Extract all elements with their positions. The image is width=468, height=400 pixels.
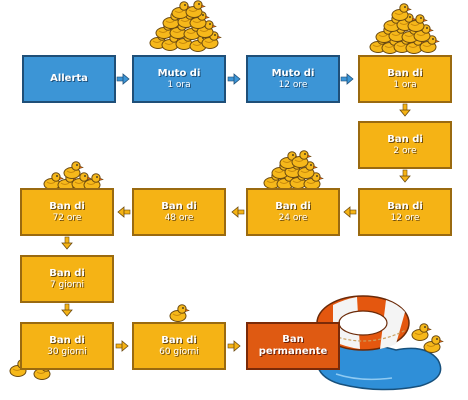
step-title: Ban di [387, 200, 423, 212]
step-title: Ban di [49, 334, 85, 346]
step-duration: 30 giorni [47, 346, 87, 357]
step-duration: 12 ore [390, 212, 420, 223]
arrow-icon [343, 206, 357, 218]
step-duration: 48 ore [164, 212, 194, 223]
step-title: Ban [282, 334, 304, 345]
duck-pile-icon [369, 3, 440, 54]
arrow-icon [340, 73, 354, 85]
arrow-icon [115, 340, 129, 352]
step-duration: 1 ora [393, 79, 417, 90]
duck-pile-icon [149, 0, 222, 52]
duck-pile-icon [263, 150, 324, 190]
rubber-duck-icon [169, 304, 190, 322]
arrow-icon [227, 340, 241, 352]
step-title: Ban di [49, 267, 85, 279]
step-duration: 24 ore [278, 212, 308, 223]
arrow-icon [61, 303, 73, 317]
step-title: Allerta [50, 73, 88, 84]
step-title: Ban di [275, 200, 311, 212]
step-duration: 1 ora [167, 79, 191, 90]
step-title: Muto di [271, 67, 315, 79]
step-duration: 72 ore [52, 212, 82, 223]
step-title: Ban di [161, 200, 197, 212]
step-duration: 60 giorni [159, 346, 199, 357]
step-box-1: Allerta [22, 55, 116, 103]
step-title: Ban di [387, 133, 423, 145]
arrow-icon [117, 206, 131, 218]
life-ring-icon [316, 295, 410, 351]
step-title: Ban di [161, 334, 197, 346]
arrow-icon [399, 169, 411, 183]
step-duration: 2 ore [393, 145, 417, 156]
arrow-icon [227, 73, 241, 85]
step-duration: permanente [258, 346, 328, 357]
duck-pile-icon [43, 161, 104, 191]
step-duration: 7 giorni [49, 279, 85, 290]
step-title: Ban di [387, 67, 423, 79]
arrow-icon [399, 103, 411, 117]
arrow-icon [116, 73, 130, 85]
step-duration: 12 ore [278, 79, 308, 90]
step-title: Muto di [157, 67, 201, 79]
arrow-icon [231, 206, 245, 218]
arrow-icon [61, 236, 73, 250]
step-title: Ban di [49, 200, 85, 212]
